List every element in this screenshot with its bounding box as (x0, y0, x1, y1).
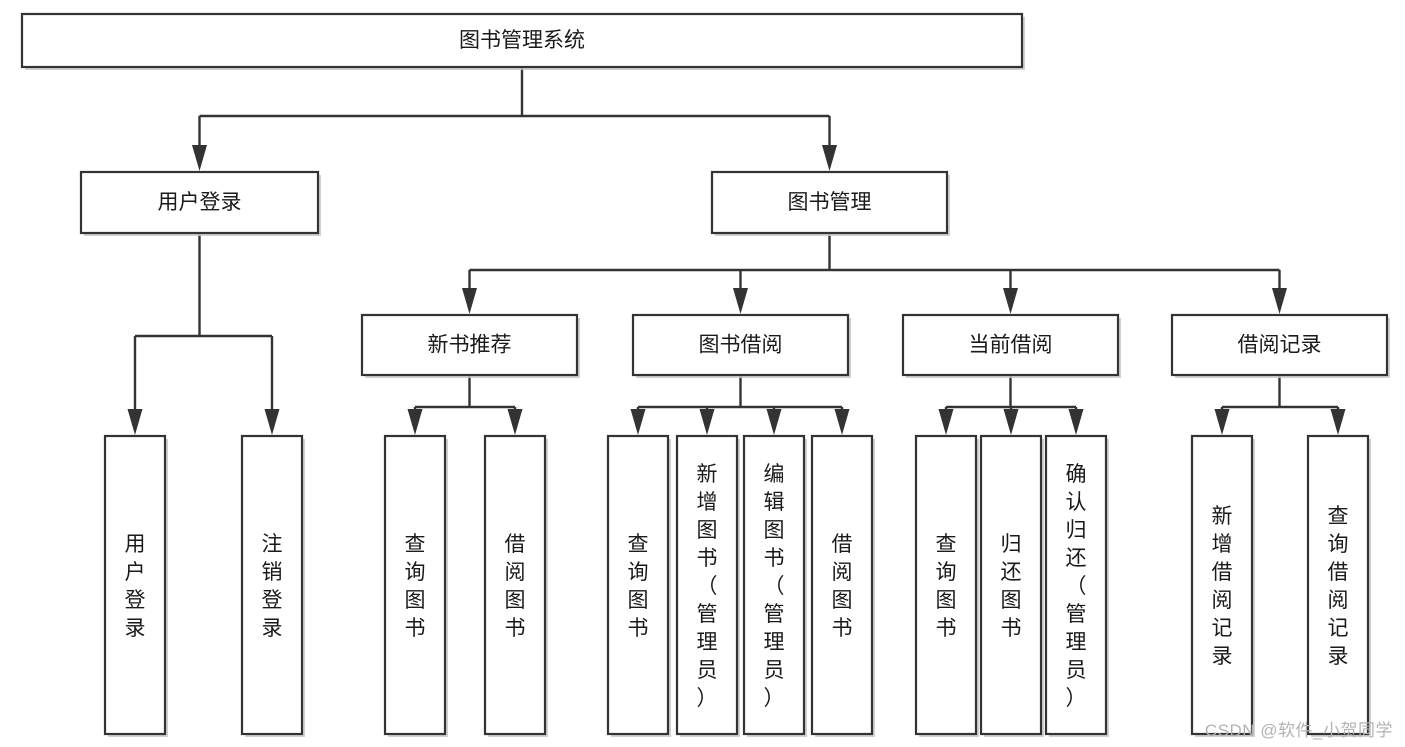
node-label: 确认归还（管理员） (1066, 463, 1087, 710)
node-l3-0[interactable]: 用户登录 (103, 434, 168, 737)
node-l1-1[interactable]: 图书管理 (710, 170, 950, 236)
node-rect[interactable] (710, 170, 949, 235)
node-l3-11[interactable]: 新增借阅记录 (1190, 434, 1255, 737)
node-l2-2[interactable]: 当前借阅 (901, 313, 1121, 378)
node-rect[interactable] (914, 434, 978, 736)
node-rect[interactable] (20, 12, 1024, 69)
node-rect[interactable] (483, 434, 547, 736)
arrow-head-icon (822, 145, 837, 171)
node-rect[interactable] (383, 434, 447, 736)
node-label: 归还图书 (1001, 533, 1022, 640)
node-label: 查询图书 (628, 533, 649, 640)
node-rect[interactable] (79, 170, 320, 235)
node-label: 编辑图书（管理员） (764, 463, 785, 710)
connector-layer (127, 67, 1346, 435)
node-label: 新书推荐 (428, 334, 512, 357)
node-rect[interactable] (606, 434, 670, 736)
node-rect[interactable] (979, 434, 1043, 736)
node-l2-1[interactable]: 图书借阅 (631, 313, 851, 378)
node-label: 查询图书 (936, 533, 957, 640)
node-l3-9[interactable]: 归还图书 (979, 434, 1044, 737)
node-l3-2[interactable]: 查询图书 (383, 434, 448, 737)
node-l3-5[interactable]: 新增图书（管理员） (675, 434, 740, 737)
node-rect[interactable] (675, 434, 739, 736)
arrow-head-icon (733, 288, 748, 314)
node-rect[interactable] (103, 434, 167, 736)
arrow-head-icon (699, 409, 715, 435)
node-rect[interactable] (810, 434, 874, 736)
node-rect[interactable] (1190, 434, 1254, 736)
node-l3-8[interactable]: 查询图书 (914, 434, 979, 737)
arrow-head-icon (1068, 409, 1084, 435)
node-label: 借阅记录 (1238, 334, 1322, 357)
node-rect[interactable] (240, 434, 304, 736)
node-rect[interactable] (1306, 434, 1370, 736)
node-label: 当前借阅 (969, 334, 1053, 357)
arrow-head-icon (1003, 409, 1019, 435)
node-l1-0[interactable]: 用户登录 (79, 170, 321, 236)
arrow-head-icon (407, 409, 423, 435)
arrow-head-icon (630, 409, 646, 435)
arrow-head-icon (1272, 288, 1287, 314)
node-l2-3[interactable]: 借阅记录 (1170, 313, 1390, 378)
arrow-head-icon (766, 409, 782, 435)
node-label: 借阅图书 (505, 533, 526, 640)
node-label: 查询图书 (405, 533, 426, 640)
node-label: 图书管理 (788, 191, 872, 214)
arrow-head-icon (462, 288, 477, 314)
arrow-head-icon (264, 409, 280, 435)
arrow-head-icon (507, 409, 523, 435)
node-rect[interactable] (901, 313, 1120, 377)
watermark-text: CSDN @软件_小贺同学 (1204, 721, 1393, 740)
node-l2-0[interactable]: 新书推荐 (360, 313, 580, 378)
node-l3-3[interactable]: 借阅图书 (483, 434, 548, 737)
node-label: 图书管理系统 (459, 29, 585, 52)
node-rect[interactable] (360, 313, 579, 377)
node-l3-4[interactable]: 查询图书 (606, 434, 671, 737)
arrow-head-icon (192, 145, 207, 171)
node-label: 新增图书（管理员） (697, 463, 718, 710)
node-label: 图书借阅 (699, 334, 783, 357)
node-l3-7[interactable]: 借阅图书 (810, 434, 875, 737)
node-label: 用户登录 (125, 533, 146, 640)
node-rect[interactable] (1044, 434, 1108, 736)
node-root[interactable]: 图书管理系统 (20, 12, 1025, 70)
arrow-head-icon (127, 409, 143, 435)
node-rect[interactable] (1170, 313, 1389, 377)
node-label: 用户登录 (158, 191, 242, 214)
node-label: 新增借阅记录 (1212, 505, 1233, 668)
arrow-head-icon (834, 409, 850, 435)
arrow-head-icon (1214, 409, 1230, 435)
arrow-head-icon (1003, 288, 1018, 314)
node-l3-1[interactable]: 注销登录 (240, 434, 305, 737)
node-layer: 图书管理系统用户登录图书管理新书推荐图书借阅当前借阅借阅记录用户登录注销登录查询… (20, 12, 1390, 737)
node-l3-10[interactable]: 确认归还（管理员） (1044, 434, 1109, 737)
arrow-head-icon (938, 409, 954, 435)
node-rect[interactable] (742, 434, 806, 736)
arrow-head-icon (1330, 409, 1346, 435)
node-label: 借阅图书 (832, 533, 853, 640)
node-l3-6[interactable]: 编辑图书（管理员） (742, 434, 807, 737)
node-rect[interactable] (631, 313, 850, 377)
node-label: 注销登录 (262, 533, 283, 640)
node-l3-12[interactable]: 查询借阅记录 (1306, 434, 1371, 737)
node-label: 查询借阅记录 (1328, 505, 1349, 668)
